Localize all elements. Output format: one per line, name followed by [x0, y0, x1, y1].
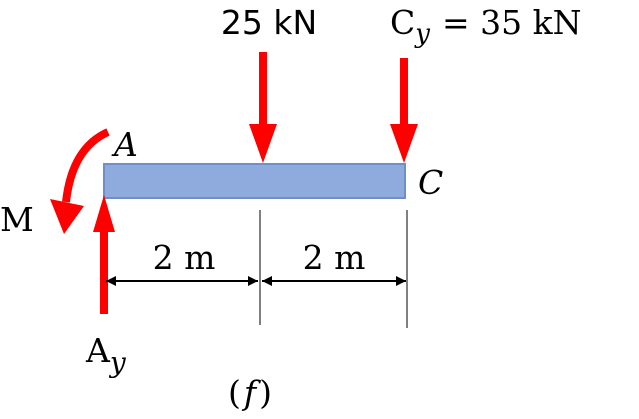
reaction-ay-arrow	[93, 195, 115, 314]
moment-arrow	[50, 128, 110, 234]
end-load-subscript: y	[414, 19, 430, 49]
end-load-arrow	[390, 58, 418, 163]
reaction-ay-name: A	[85, 331, 111, 370]
moment-label: M	[0, 200, 34, 239]
point-c-label: C	[418, 163, 443, 202]
point-a-label: A	[111, 125, 138, 164]
end-load-label: Cy = 35 kN	[390, 3, 581, 49]
reaction-ay-subscript: y	[108, 346, 127, 379]
dimension-label-second-span: 2 m	[303, 238, 366, 277]
mid-load-label: 25 kN	[221, 3, 317, 42]
mid-load-arrow	[249, 52, 277, 163]
end-load-value: = 35 kN	[442, 3, 582, 42]
figure-caption-close: )	[259, 373, 272, 412]
figure-caption-open: (	[228, 373, 241, 412]
reaction-ay-label: Ay	[85, 331, 127, 379]
end-load-name: C	[390, 3, 415, 42]
beam	[103, 163, 406, 199]
figure-caption: (f)	[228, 373, 272, 412]
dimension-label-first-span: 2 m	[153, 238, 216, 277]
